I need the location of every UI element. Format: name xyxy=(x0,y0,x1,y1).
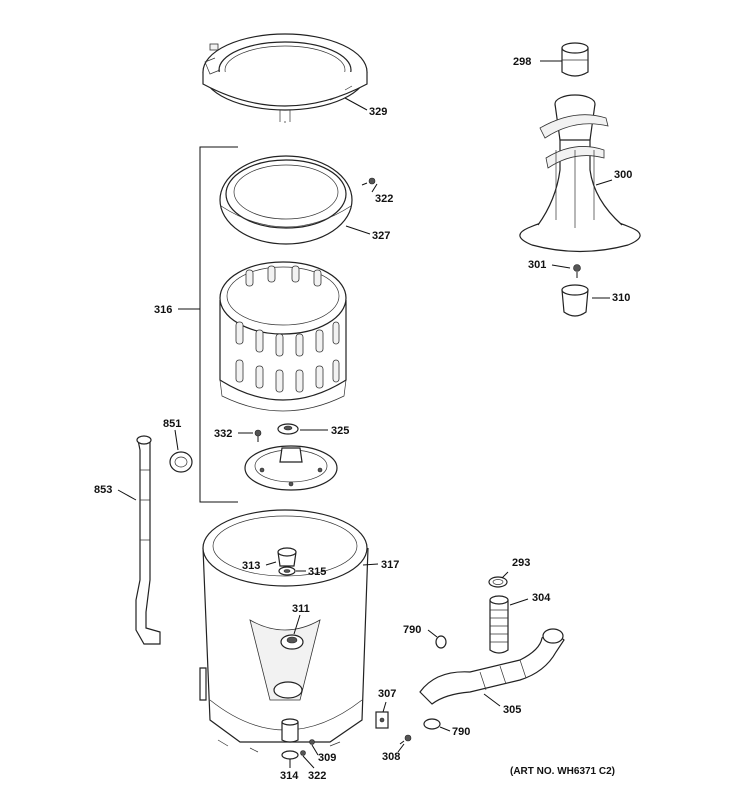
clamp-790-lower[interactable] xyxy=(423,718,441,730)
agitator-cap-298[interactable] xyxy=(561,42,589,77)
label-322-lower[interactable]: 322 xyxy=(308,770,326,782)
label-317[interactable]: 317 xyxy=(381,559,399,571)
label-309[interactable]: 309 xyxy=(318,752,336,764)
label-298[interactable]: 298 xyxy=(513,56,531,68)
label-316[interactable]: 316 xyxy=(154,304,172,316)
seal-311[interactable] xyxy=(280,634,304,650)
washer-314[interactable] xyxy=(281,750,299,760)
label-314[interactable]: 314 xyxy=(280,770,299,782)
wash-basket[interactable] xyxy=(219,261,347,412)
art-number: (ART NO. WH6371 C2) xyxy=(510,766,615,777)
agitator-300[interactable] xyxy=(519,94,641,253)
label-853[interactable]: 853 xyxy=(94,484,112,496)
label-327[interactable]: 327 xyxy=(372,230,390,242)
drain-hose-853[interactable] xyxy=(135,435,161,645)
washer-315[interactable] xyxy=(278,566,296,576)
label-304[interactable]: 304 xyxy=(532,592,551,604)
screw-322-lower[interactable] xyxy=(300,750,306,756)
label-305[interactable]: 305 xyxy=(503,704,521,716)
screw-322-upper[interactable] xyxy=(361,177,376,186)
label-325[interactable]: 325 xyxy=(331,425,349,437)
label-293[interactable]: 293 xyxy=(512,557,530,569)
hose-clamp-851[interactable] xyxy=(169,451,193,473)
assembly-bracket-316 xyxy=(199,146,238,503)
bracket-307[interactable] xyxy=(375,711,389,729)
label-308[interactable]: 308 xyxy=(382,751,400,763)
seal-325[interactable] xyxy=(277,423,299,435)
part-labels: 329 298 300 301 310 322 327 316 332 325 … xyxy=(94,56,632,782)
label-790-upper[interactable]: 790 xyxy=(403,624,421,636)
tub-cover[interactable] xyxy=(202,33,368,123)
label-301[interactable]: 301 xyxy=(528,259,546,271)
basket-hub-plate[interactable] xyxy=(244,445,338,491)
clamp-293[interactable] xyxy=(488,576,508,588)
agitator-base-310[interactable] xyxy=(561,284,589,317)
leader-lines xyxy=(117,60,613,769)
agitator-bolt-301[interactable] xyxy=(573,264,581,279)
screw-308[interactable] xyxy=(399,734,412,745)
label-329[interactable]: 329 xyxy=(369,106,387,118)
outer-tub-317[interactable] xyxy=(199,509,369,753)
label-300[interactable]: 300 xyxy=(614,169,632,181)
screw-309[interactable] xyxy=(309,739,315,745)
bellows-hose-304[interactable] xyxy=(489,595,509,654)
label-322-upper[interactable]: 322 xyxy=(375,193,393,205)
tub-drain-fitting[interactable] xyxy=(273,681,303,743)
label-790-lower[interactable]: 790 xyxy=(452,726,470,738)
drain-hose-305[interactable] xyxy=(419,628,565,705)
label-851[interactable]: 851 xyxy=(163,418,181,430)
label-310[interactable]: 310 xyxy=(612,292,630,304)
clamp-790-upper[interactable] xyxy=(435,635,447,649)
basket-perforations xyxy=(235,265,340,393)
label-313[interactable]: 313 xyxy=(242,560,260,572)
label-332[interactable]: 332 xyxy=(214,428,232,440)
screw-332[interactable] xyxy=(254,429,262,442)
label-307[interactable]: 307 xyxy=(378,688,396,700)
label-315[interactable]: 315 xyxy=(308,566,326,578)
balance-ring[interactable] xyxy=(219,155,353,245)
label-311[interactable]: 311 xyxy=(292,603,310,615)
tub-boss-313[interactable] xyxy=(277,547,297,567)
